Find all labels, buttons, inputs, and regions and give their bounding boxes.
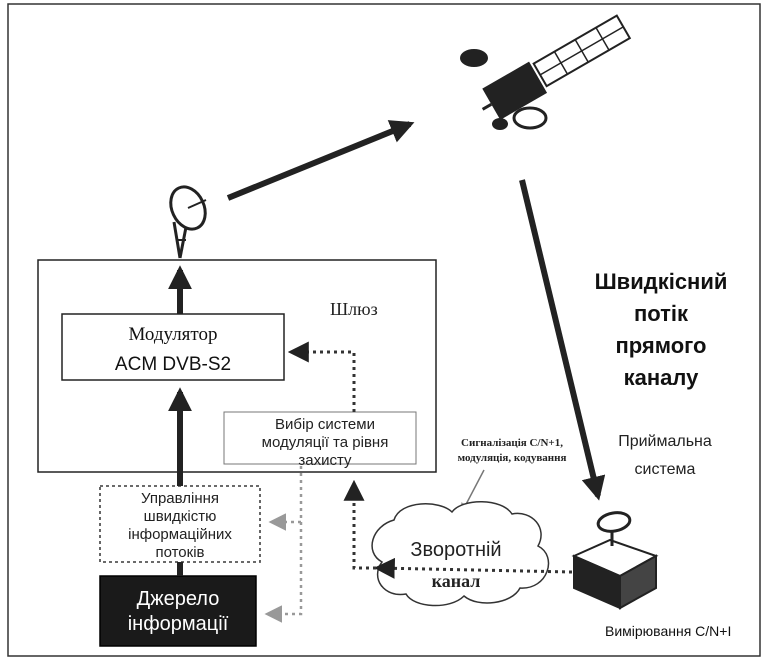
- source-line2: інформації: [128, 613, 229, 635]
- rate-feedback-path: [264, 466, 303, 623]
- rate-control-line2: швидкістю: [144, 508, 217, 525]
- downlink-arrow: [519, 179, 606, 501]
- return-feedback-path: [287, 341, 573, 579]
- forward-line2: потік: [634, 301, 689, 326]
- forward-line3: прямого: [615, 333, 706, 358]
- modulator-title: Модулятор: [129, 324, 218, 345]
- return-line1: Зворотній: [410, 539, 501, 561]
- receiver-terminal-icon: [571, 511, 659, 610]
- receiver-line2: система: [635, 461, 696, 478]
- source-line1: Джерело: [137, 588, 220, 610]
- rate-control-line1: Управління: [141, 490, 219, 507]
- rate-control-line4: потоків: [155, 544, 204, 561]
- mod-select-line3: захисту: [298, 452, 352, 469]
- gateway-label: Шлюз: [330, 299, 378, 319]
- mod-select-line1: Вибір системи: [275, 416, 375, 433]
- gateway-antenna-icon: [169, 185, 207, 259]
- receiver-line1: Приймальна: [618, 433, 712, 450]
- rate-control-line3: інформаційних: [128, 526, 232, 543]
- source-box: [99, 575, 257, 647]
- signalling-line1: Сигналізація C/N+1,: [461, 437, 563, 449]
- uplink-arrow: [226, 120, 415, 201]
- measurement-label: Вимірювання С/N+I: [605, 623, 731, 639]
- forward-line1: Швидкісний: [595, 269, 728, 294]
- mod-select-line2: модуляції та рівня: [262, 434, 389, 451]
- outer-frame: [7, 3, 761, 657]
- modulator-subtitle: ACM DVB-S2: [115, 354, 231, 375]
- signalling-line2: модуляція, кодування: [458, 452, 567, 464]
- modulator-box: [61, 313, 285, 381]
- forward-line4: каналу: [624, 365, 699, 390]
- mod-select-box: [223, 411, 417, 465]
- return-line2: канал: [432, 571, 481, 591]
- satellite-icon: [460, 14, 632, 130]
